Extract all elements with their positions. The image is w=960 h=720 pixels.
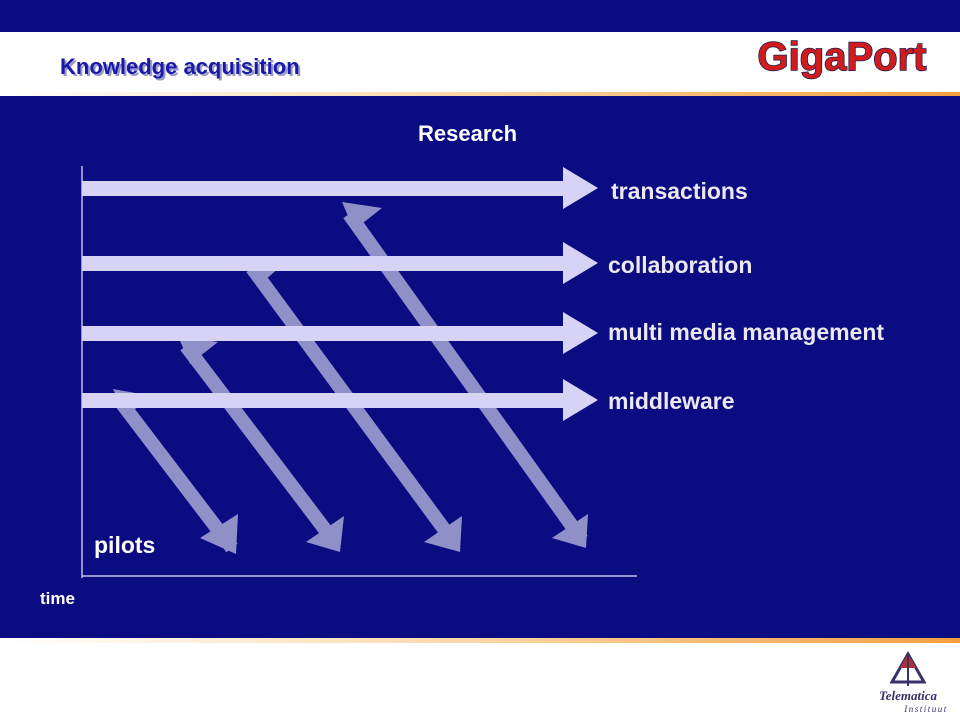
triangle-emblem-icon	[889, 650, 927, 686]
gigaport-logo-text: GigaPort	[758, 35, 927, 79]
research-label: Research	[418, 121, 517, 146]
stream-arrow-middleware	[82, 379, 598, 421]
cycle-arrow-2	[178, 336, 344, 552]
pilots-label: pilots	[94, 532, 155, 558]
logo-line-instituut: Instituut	[903, 704, 948, 714]
stream-arrows	[82, 167, 598, 421]
cycle-arrows	[113, 202, 588, 554]
slide-title: Knowledge acquisition	[60, 54, 300, 79]
stream-label-transactions: transactions	[611, 178, 748, 204]
logo-line-telematica: Telematica	[879, 688, 938, 703]
time-axis-label: time	[40, 589, 75, 608]
stream-arrow-collaboration	[82, 242, 598, 284]
top-band	[0, 0, 960, 32]
slide-header: Knowledge acquisition GigaPort	[0, 32, 960, 96]
stream-arrow-multi-media	[82, 312, 598, 354]
stream-arrow-transactions	[82, 167, 598, 209]
gigaport-logo: GigaPort	[757, 34, 927, 80]
header-divider	[0, 92, 960, 97]
telematica-instituut-logo: Telematica Instituut	[879, 650, 948, 714]
cycle-arrow-1	[113, 389, 238, 554]
stream-label-middleware: middleware	[608, 388, 735, 414]
stream-label-multi-media: multi media management	[608, 319, 884, 345]
cycle-arrow-4	[342, 202, 588, 548]
knowledge-diagram: Research transactions collaboration mult…	[40, 121, 884, 608]
slide-footer	[0, 643, 960, 720]
footer-divider	[0, 638, 960, 643]
stream-label-collaboration: collaboration	[608, 252, 752, 278]
